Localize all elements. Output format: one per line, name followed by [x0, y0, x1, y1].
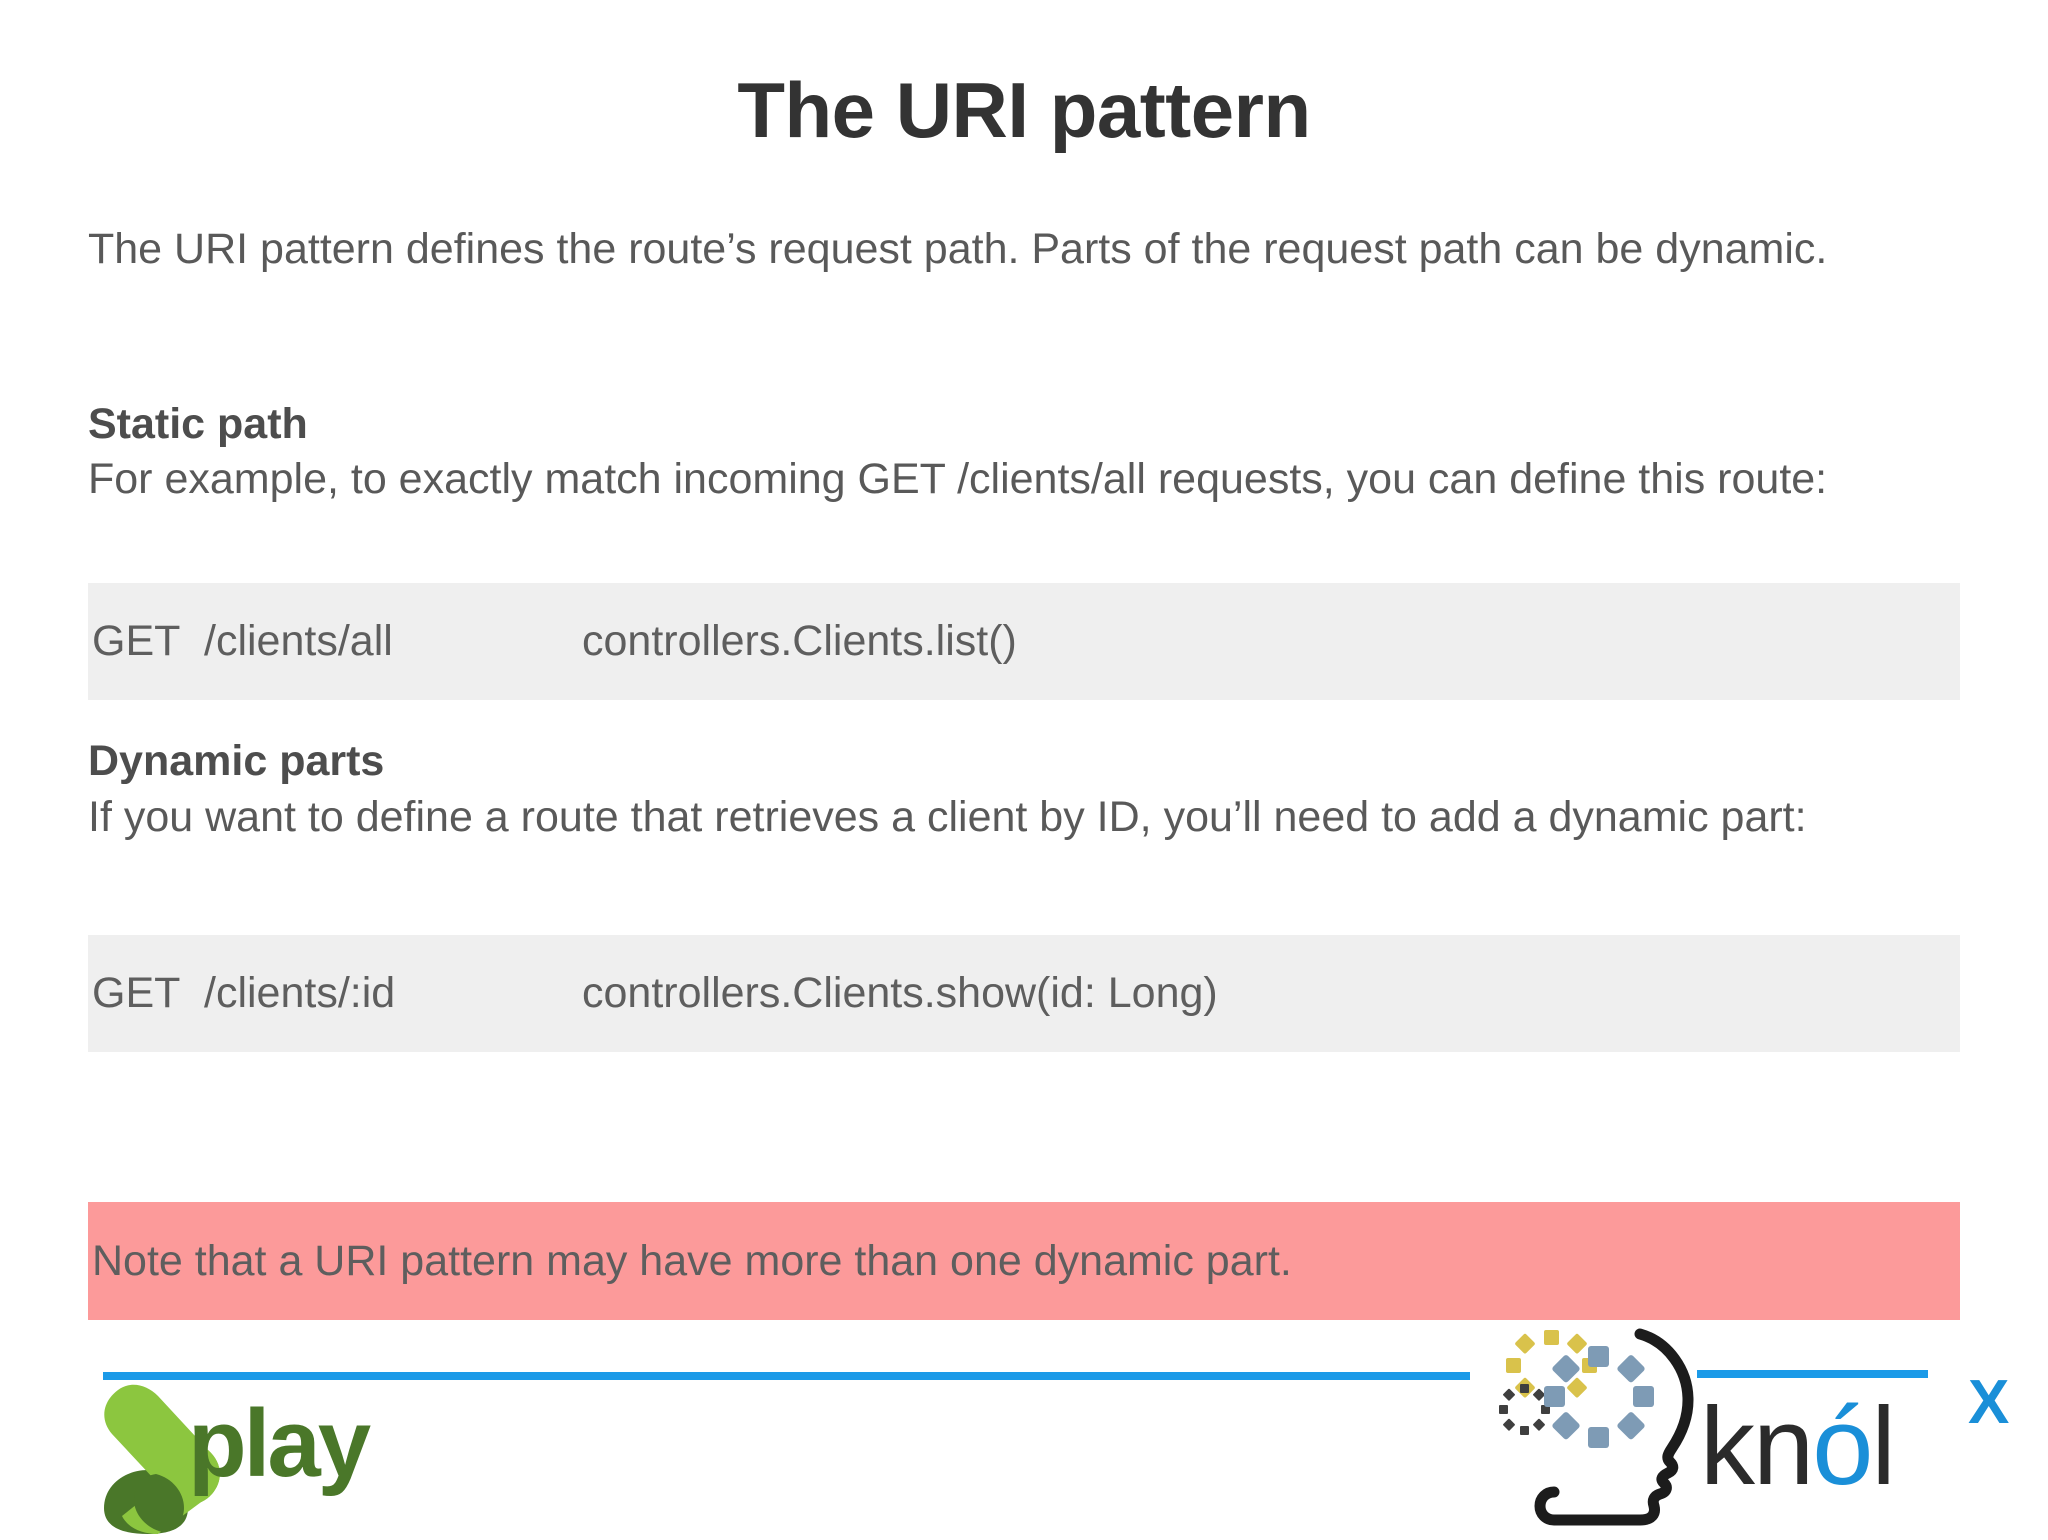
code-uri-path: /clients/:id: [204, 969, 396, 1017]
code-block-dynamic-route: GET /clients/:id controllers.Clients.sho…: [88, 935, 1960, 1052]
code-block-static-route: GET /clients/all controllers.Clients.lis…: [88, 583, 1960, 700]
note-text: Note that a URI pattern may have more th…: [92, 1236, 1292, 1285]
note-callout: Note that a URI pattern may have more th…: [88, 1202, 1960, 1320]
code-uri-path: /clients/all: [204, 617, 393, 665]
page-title: The URI pattern: [737, 66, 1311, 154]
play-logo: [96, 1382, 396, 1535]
play-chevron-icon: [104, 1384, 220, 1534]
footer-divider-right: [1697, 1370, 1928, 1378]
section-heading-static-path: Static path: [88, 400, 308, 448]
code-http-verb: GET: [92, 617, 181, 665]
code-controller-action: controllers.Clients.show(id: Long): [582, 969, 1218, 1017]
section-paragraph-dynamic-parts: If you want to define a route that retri…: [88, 793, 1807, 841]
footer-divider-left: [103, 1372, 1470, 1380]
play-wordmark: play: [188, 1390, 371, 1497]
knolx-superscript-x: X: [1968, 1368, 2010, 1437]
code-http-verb: GET: [92, 969, 181, 1017]
intro-paragraph: The URI pattern defines the route’s requ…: [88, 225, 1828, 273]
code-controller-action: controllers.Clients.list(): [582, 617, 1017, 665]
knolx-text-l: l: [1871, 1385, 1895, 1508]
knolx-wordmark: knól: [1700, 1392, 1896, 1502]
section-paragraph-static-path: For example, to exactly match incoming G…: [88, 455, 1828, 503]
knolx-text-o: ó: [1812, 1385, 1873, 1508]
knolx-head-icon: [1488, 1328, 1733, 1535]
knolx-text-kn: kn: [1700, 1385, 1814, 1508]
section-heading-dynamic-parts: Dynamic parts: [88, 737, 385, 785]
